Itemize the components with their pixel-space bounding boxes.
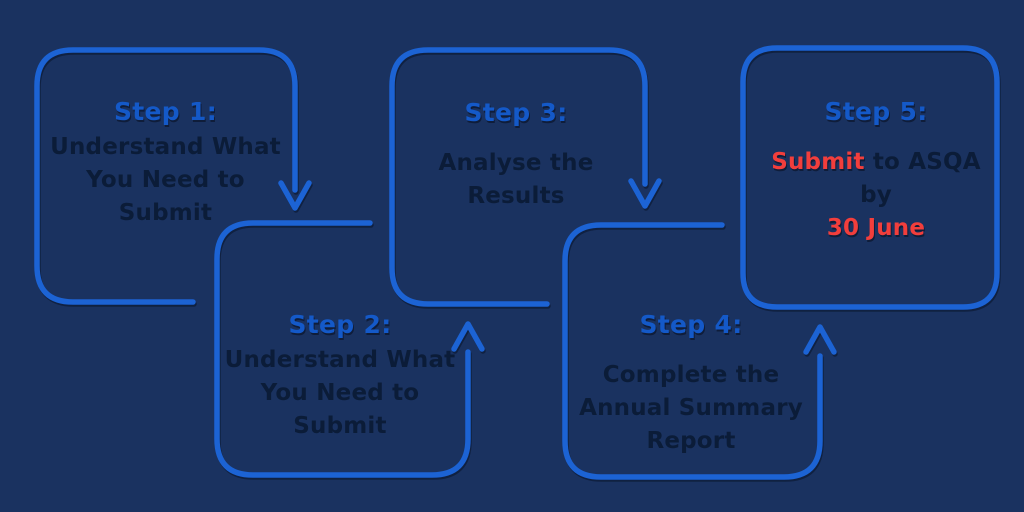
- step-2-line-3: Submit: [293, 413, 387, 439]
- step-1-line-2: You Need to: [86, 167, 245, 193]
- step-4-line-2: Annual Summary: [579, 395, 803, 421]
- step-5-highlight-submit: Submit: [771, 149, 865, 175]
- step-4: Step 4: Complete the Annual Summary Repo…: [572, 308, 810, 458]
- step-1-label: Step 1:: [113, 97, 217, 126]
- step-5-description: Submit to ASQA by 30 June: [752, 146, 1000, 245]
- step-4-line-3: Report: [646, 428, 736, 454]
- arrow-up-icon: [803, 324, 837, 355]
- step-5-highlight-date: 30 June: [826, 215, 926, 241]
- step-5-line-1: Submit to ASQA by: [752, 146, 1000, 212]
- step-2-line-2: You Need to: [260, 380, 420, 406]
- step-2: Step 2: Understand What You Need to Subm…: [222, 308, 458, 443]
- step-1-description: Understand What You Need to Submit: [48, 131, 283, 230]
- step-3-label: Step 3:: [464, 98, 568, 127]
- arrow-up-icon: [451, 321, 485, 352]
- step-3-box-outline: [389, 47, 648, 307]
- step-1-box-outline: [34, 47, 298, 305]
- step-3: Step 3: Analyse the Results: [398, 96, 634, 213]
- step-4-box-outline: [562, 222, 823, 480]
- step-2-line-1: Understand What: [224, 347, 456, 373]
- arrow-down-icon: [278, 180, 312, 211]
- step-3-line-1: Analyse the: [438, 150, 594, 176]
- step-2-box-outline: [214, 220, 471, 478]
- step-5-box-outline: [740, 45, 1000, 310]
- step-1-line-1: Understand What: [50, 134, 281, 160]
- step-2-description: Understand What You Need to Submit: [222, 344, 458, 443]
- step-4-label: Step 4:: [639, 310, 743, 339]
- step-1-line-3: Submit: [118, 200, 213, 226]
- step-3-line-2: Results: [467, 183, 565, 209]
- arrow-down-icon: [628, 178, 662, 209]
- step-4-description: Complete the Annual Summary Report: [572, 359, 810, 458]
- step-2-label: Step 2:: [288, 310, 392, 339]
- step-5-line-1-rest: to ASQA by: [860, 149, 981, 208]
- step-3-description: Analyse the Results: [398, 147, 634, 213]
- step-4-line-1: Complete the: [602, 362, 780, 388]
- step-5-label: Step 5:: [824, 97, 928, 126]
- step-5: Step 5: Submit to ASQA by 30 June: [752, 95, 1000, 245]
- step-1: Step 1: Understand What You Need to Subm…: [48, 95, 283, 230]
